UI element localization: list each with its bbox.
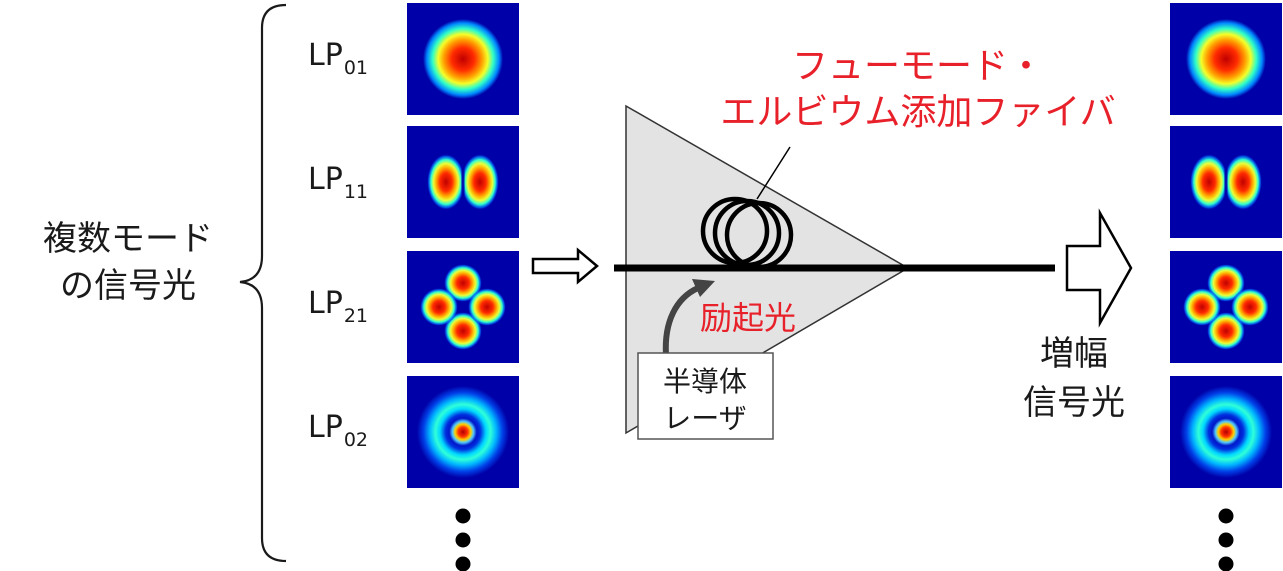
- laser-box: [637, 352, 774, 440]
- output-hollow-arrow-icon: [1065, 208, 1133, 328]
- mode-image-input-lp01: [407, 3, 519, 115]
- mode-label-lp21: LP21: [308, 286, 368, 327]
- fiber-coil-icon: [700, 196, 794, 270]
- mode-image-output-lp11: [1170, 126, 1282, 238]
- output-label-line-2: 信号光: [1023, 383, 1125, 423]
- ellipsis-dots-icon: [455, 508, 1234, 571]
- mode-image-output-lp21: [1170, 251, 1282, 363]
- pump-label: 励起光: [700, 299, 796, 337]
- input-mode-images: [407, 3, 519, 488]
- output-mode-images: [1170, 3, 1282, 488]
- mode-label-lp01: LP01: [308, 38, 368, 79]
- mode-label-sub: 11: [343, 181, 368, 203]
- mode-label-name: LP: [308, 286, 343, 321]
- mode-label-name: LP: [308, 410, 343, 445]
- laser-label-line-1: 半導体: [663, 365, 747, 398]
- input-hollow-arrow-icon: [531, 247, 599, 285]
- input-label-line-1: 複数モード: [43, 219, 213, 259]
- pump-arrowhead-icon: [692, 279, 715, 297]
- pump-arrow: [662, 285, 700, 356]
- mode-label-sub: 02: [343, 429, 368, 451]
- mode-image-output-lp02: [1170, 376, 1282, 488]
- fiber-leader-line: [756, 146, 791, 200]
- laser-label-line-2: レーザ: [663, 402, 746, 435]
- mode-image-input-lp11: [407, 126, 519, 238]
- mode-image-input-lp02: [407, 376, 519, 488]
- mode-label-sub: 21: [343, 305, 368, 327]
- mode-label-lp11: LP11: [308, 162, 368, 203]
- mode-label-name: LP: [308, 162, 343, 197]
- mode-image-output-lp01: [1170, 3, 1282, 115]
- brace-icon: [239, 3, 287, 563]
- mode-label-sub: 01: [343, 57, 368, 79]
- output-label-line-1: 増幅: [1040, 334, 1108, 374]
- input-label-line-2: の信号光: [60, 266, 196, 306]
- fiber-label-line-1: フューモード・: [792, 46, 1044, 87]
- fiber-label-line-2: エルビウム添加ファイバ: [720, 92, 1115, 133]
- mode-image-input-lp21: [407, 251, 519, 363]
- mode-label-lp02: LP02: [308, 410, 368, 451]
- mode-label-name: LP: [308, 38, 343, 73]
